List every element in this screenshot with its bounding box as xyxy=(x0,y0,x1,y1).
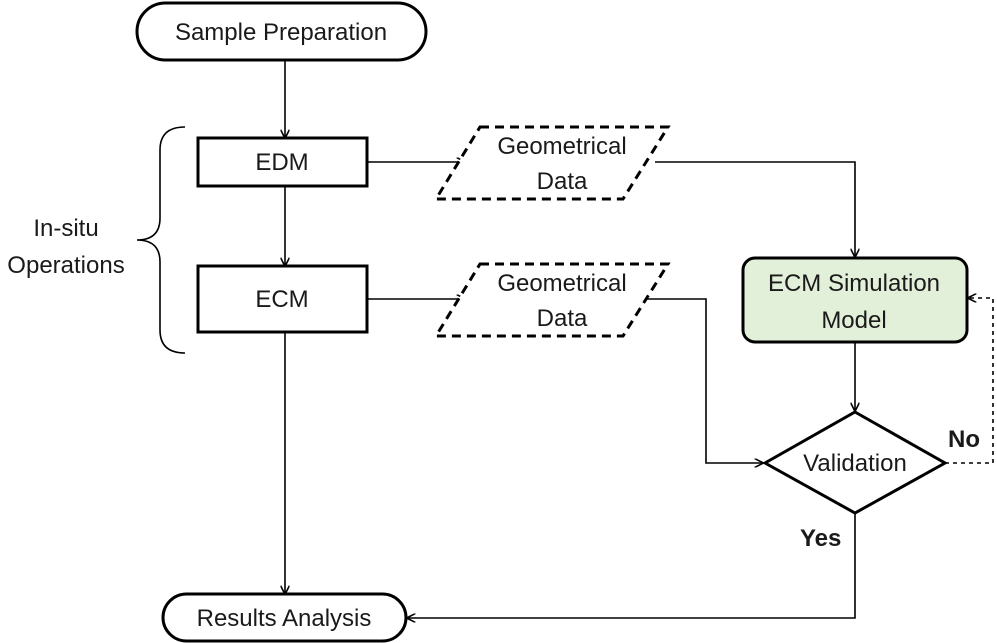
edge-geodata-2-to-validation xyxy=(643,298,763,463)
edge-validation-yes-to-results xyxy=(407,513,856,618)
node-geometrical-data-1-line1: Geometrical xyxy=(497,133,626,160)
node-results-analysis: Results Analysis xyxy=(161,592,408,643)
group-brace xyxy=(136,126,186,354)
edge-validation-no-feedback xyxy=(945,298,994,464)
node-geometrical-data-2-line2: Data xyxy=(537,305,588,332)
node-geometrical-data-1-line2: Data xyxy=(537,168,588,195)
node-validation-label: Validation xyxy=(803,450,907,477)
node-edm: EDM xyxy=(196,136,369,188)
node-results-analysis-label: Results Analysis xyxy=(197,605,372,632)
node-sample-preparation: Sample Preparation xyxy=(135,1,428,62)
group-label-line2: Operations xyxy=(7,252,124,279)
node-edm-label: EDM xyxy=(255,149,308,176)
node-ecm-label: ECM xyxy=(255,286,308,313)
node-ecm-simulation-model: ECM Simulation Model xyxy=(741,256,969,344)
node-ecm-simulation-model-line1: ECM Simulation xyxy=(768,270,940,297)
node-geometrical-data-2-line1: Geometrical xyxy=(497,270,626,297)
node-ecm: ECM xyxy=(196,264,369,334)
node-geometrical-data-2: Geometrical Data xyxy=(433,262,671,338)
node-sample-preparation-label: Sample Preparation xyxy=(175,19,387,46)
edge-geodata-1-to-model xyxy=(655,161,855,257)
group-label-line1: In-situ xyxy=(33,215,98,242)
node-geometrical-data-1: Geometrical Data xyxy=(433,125,671,201)
node-ecm-simulation-model-line2: Model xyxy=(821,307,886,334)
edge-label-yes: Yes xyxy=(800,525,841,552)
edge-label-no: No xyxy=(948,426,980,453)
node-validation: Validation xyxy=(761,410,949,515)
